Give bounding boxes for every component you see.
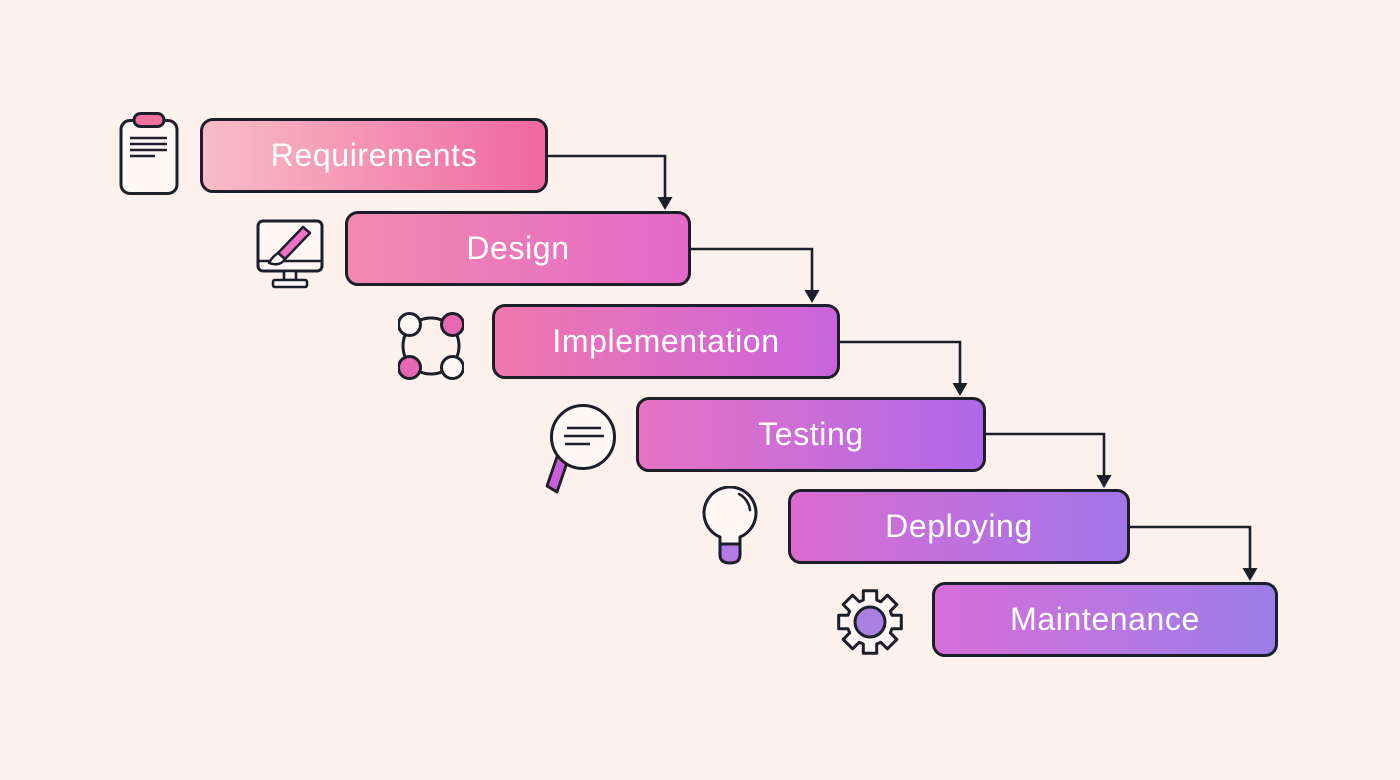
connector-arrow — [691, 247, 820, 303]
stage-box-maintenance: Maintenance — [932, 582, 1278, 657]
stage-box-requirements: Requirements — [200, 118, 548, 193]
stage-label: Deploying — [885, 508, 1033, 544]
stage-label: Design — [466, 230, 570, 266]
stage-label: Testing — [758, 416, 864, 452]
lightbulb-icon — [701, 486, 759, 568]
connector-arrow — [986, 432, 1112, 488]
connector-arrow — [840, 340, 968, 396]
clipboard-icon — [118, 111, 180, 197]
stage-box-implementation: Implementation — [492, 304, 840, 379]
monitor-paintbrush-icon — [256, 219, 324, 289]
stage-label: Maintenance — [1010, 601, 1200, 637]
magnifier-icon — [545, 401, 618, 494]
stage-box-deploying: Deploying — [788, 489, 1130, 564]
connector-arrow — [548, 154, 673, 210]
stage-box-design: Design — [345, 211, 691, 286]
stage-box-testing: Testing — [636, 397, 986, 472]
stage-label: Requirements — [270, 137, 478, 173]
network-nodes-icon — [398, 308, 464, 384]
connector-arrow — [1130, 525, 1258, 581]
gear-icon — [835, 587, 905, 657]
stage-label: Implementation — [552, 323, 780, 359]
